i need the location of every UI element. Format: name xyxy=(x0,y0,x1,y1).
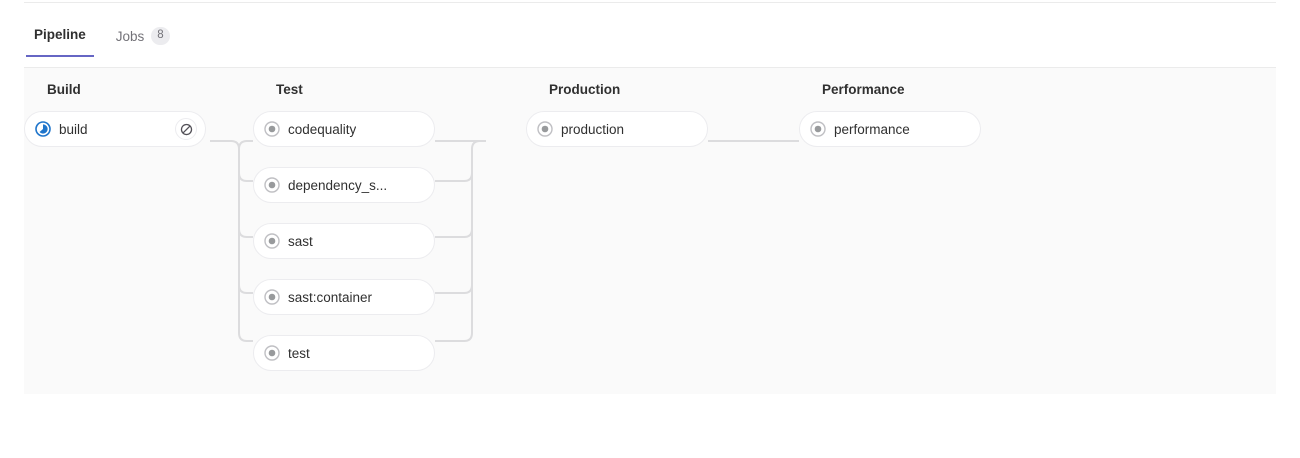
job-dependency-scanning[interactable]: dependency_s... xyxy=(253,167,435,203)
job-production-main: production xyxy=(537,121,697,137)
stage-title-performance: Performance xyxy=(822,82,905,97)
tab-bar: Pipeline Jobs 8 xyxy=(24,22,1276,68)
status-created-icon xyxy=(810,121,826,137)
stage-test-jobs: codequality dependency_s... xyxy=(253,111,485,371)
status-created-icon xyxy=(264,345,280,361)
job-test[interactable]: test xyxy=(253,335,435,371)
stage-title-build: Build xyxy=(47,82,81,97)
tab-pipeline-label: Pipeline xyxy=(34,27,86,42)
job-test-main: test xyxy=(264,345,424,361)
status-running-icon xyxy=(35,121,51,137)
pipeline-graph: Build build xyxy=(24,68,1276,394)
job-dependency-scanning-label: dependency_s... xyxy=(288,177,388,193)
job-sast[interactable]: sast xyxy=(253,223,435,259)
stage-build: Build build xyxy=(24,82,256,147)
job-performance[interactable]: performance xyxy=(799,111,981,147)
job-dependency-scanning-main: dependency_s... xyxy=(264,177,424,193)
job-sast-container-main: sast:container xyxy=(264,289,424,305)
job-sast-container-label: sast:container xyxy=(288,289,373,305)
status-created-icon xyxy=(537,121,553,137)
job-codequality-label: codequality xyxy=(288,121,357,137)
status-created-icon xyxy=(264,177,280,193)
stage-title-production: Production xyxy=(549,82,621,97)
status-created-icon xyxy=(264,121,280,137)
stage-title-test: Test xyxy=(276,82,303,97)
status-created-icon xyxy=(264,289,280,305)
job-build[interactable]: build xyxy=(24,111,206,147)
tab-pipeline[interactable]: Pipeline xyxy=(26,22,94,57)
cancel-job-button[interactable] xyxy=(175,118,197,140)
tab-jobs[interactable]: Jobs 8 xyxy=(108,22,178,59)
stage-production: Production production xyxy=(526,82,758,147)
job-sast-container[interactable]: sast:container xyxy=(253,279,435,315)
stage-performance: Performance performance xyxy=(799,82,1031,147)
job-codequality[interactable]: codequality xyxy=(253,111,435,147)
stage-build-jobs: build xyxy=(24,111,256,147)
job-performance-main: performance xyxy=(810,121,970,137)
stage-test: Test codequality xyxy=(253,82,485,371)
job-production-label: production xyxy=(561,121,625,137)
status-created-icon xyxy=(264,233,280,249)
stage-performance-jobs: performance xyxy=(799,111,1031,147)
tab-jobs-badge: 8 xyxy=(151,27,170,45)
stage-production-jobs: production xyxy=(526,111,758,147)
tab-jobs-label: Jobs xyxy=(115,28,145,44)
pipeline-graph-panel: Build build xyxy=(24,68,1276,394)
job-sast-main: sast xyxy=(264,233,424,249)
cancel-icon xyxy=(180,123,192,135)
job-build-main: build xyxy=(35,121,175,137)
job-production[interactable]: production xyxy=(526,111,708,147)
job-sast-label: sast xyxy=(288,233,313,249)
job-performance-label: performance xyxy=(834,121,910,137)
job-test-label: test xyxy=(288,345,310,361)
job-build-label: build xyxy=(59,121,88,137)
job-codequality-main: codequality xyxy=(264,121,424,137)
top-divider xyxy=(24,2,1276,3)
tab-active-underline xyxy=(26,55,94,57)
